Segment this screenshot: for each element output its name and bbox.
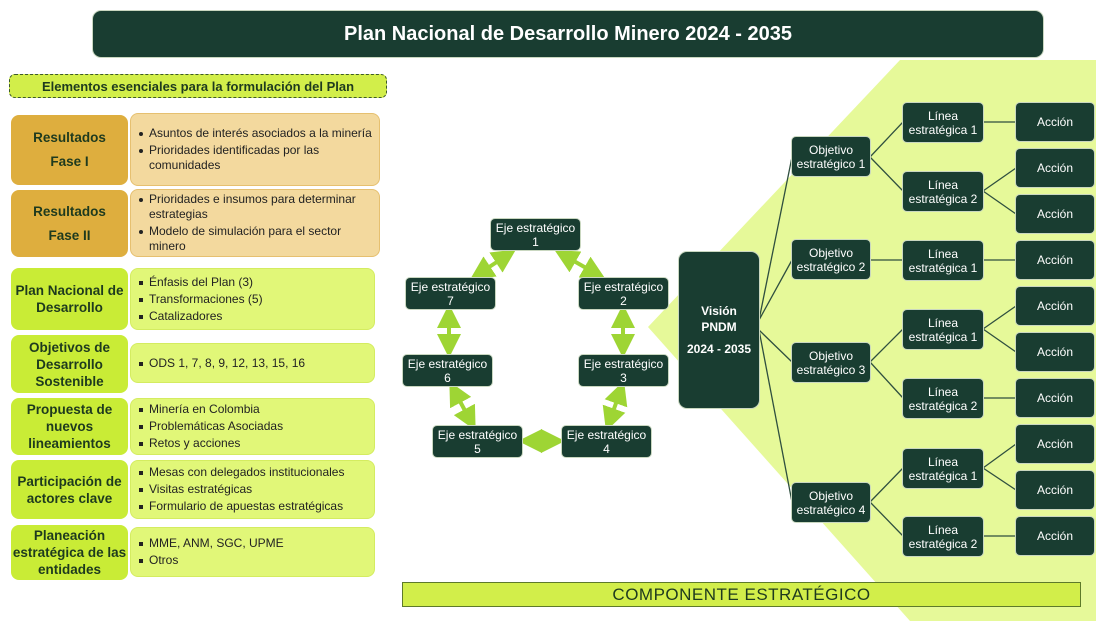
eje-3: Eje estratégico 3 xyxy=(579,355,668,386)
eje-5: Eje estratégico 5 xyxy=(433,426,522,457)
linea-estrategica: Línea estratégica 1 xyxy=(903,241,983,280)
vision-line2: PNDM xyxy=(701,320,737,334)
eje-1: Eje estratégico 1 xyxy=(491,219,580,250)
row-content: Prioridades e insumos para determinar es… xyxy=(130,189,380,257)
objetivo-4: Objetivo estratégico 4 xyxy=(792,483,870,522)
row-label: Propuesta de nuevos lineamientos xyxy=(11,398,128,455)
bullet-item: Catalizadores xyxy=(139,309,368,324)
bullet-item: Formulario de apuestas estratégicas xyxy=(139,499,368,514)
bullet-item: Otros xyxy=(139,553,368,568)
row-label: Participación de actores clave xyxy=(11,460,128,519)
bullet-item: Minería en Colombia xyxy=(139,402,368,417)
linea-estrategica: Línea estratégica 2 xyxy=(903,379,983,418)
objetivo-1: Objetivo estratégico 1 xyxy=(792,137,870,176)
bullet-item: MME, ANM, SGC, UPME xyxy=(139,536,368,551)
accion: Acción xyxy=(1016,287,1094,325)
vision-fan-shape xyxy=(648,60,1096,621)
row-content: Énfasis del Plan (3) Transformaciones (5)… xyxy=(130,268,375,330)
linea-estrategica: Línea estratégica 1 xyxy=(903,103,983,142)
objetivo-3: Objetivo estratégico 3 xyxy=(792,343,870,382)
accion: Acción xyxy=(1016,195,1094,233)
bullet-item: Asuntos de interés asociados a la minerí… xyxy=(139,126,373,141)
eje-4: Eje estratégico 4 xyxy=(562,426,651,457)
linea-estrategica: Línea estratégica 2 xyxy=(903,517,983,556)
page-title: Plan Nacional de Desarrollo Minero 2024 … xyxy=(93,11,1043,57)
bullet-item: Énfasis del Plan (3) xyxy=(139,275,368,290)
row-content: Asuntos de interés asociados a la minerí… xyxy=(130,113,380,186)
bullet-item: Prioridades e insumos para determinar es… xyxy=(139,192,373,222)
row-label: Objetivos de Desarrollo Sostenible xyxy=(11,335,128,393)
accion: Acción xyxy=(1016,333,1094,371)
eje-cycle-arrows xyxy=(437,249,635,453)
linea-estrategica: Línea estratégica 1 xyxy=(903,449,983,488)
accion: Acción xyxy=(1016,149,1094,187)
accion: Acción xyxy=(1016,379,1094,417)
bullet-item: Visitas estratégicas xyxy=(139,482,368,497)
linea-estrategica: Línea estratégica 2 xyxy=(903,172,983,211)
row-label: Planeación estratégica de las entidades xyxy=(11,525,128,580)
vision-years: 2024 - 2035 xyxy=(686,342,752,356)
vision-box: Visión PNDM 2024 - 2035 xyxy=(679,252,759,408)
vision-line1: Visión xyxy=(701,304,737,318)
tree-connectors xyxy=(758,121,1017,537)
accion: Acción xyxy=(1016,241,1094,279)
row-label: Resultados Fase I xyxy=(11,115,128,185)
bullet-item: Transformaciones (5) xyxy=(139,292,368,307)
bullet-item: Prioridades identificadas por las comuni… xyxy=(139,143,373,173)
row-content: MME, ANM, SGC, UPME Otros xyxy=(130,527,375,577)
linea-estrategica: Línea estratégica 1 xyxy=(903,310,983,349)
componente-estrategico-bar: COMPONENTE ESTRATÉGICO xyxy=(402,582,1081,607)
left-header: Elementos esenciales para la formulación… xyxy=(9,74,387,98)
bullet-item: Problemáticas Asociadas xyxy=(139,419,368,434)
accion: Acción xyxy=(1016,425,1094,463)
row-label: Plan Nacional de Desarrollo xyxy=(11,268,128,330)
accion: Acción xyxy=(1016,471,1094,509)
accion: Acción xyxy=(1016,517,1094,555)
bullet-item: ODS 1, 7, 8, 9, 12, 13, 15, 16 xyxy=(139,356,368,371)
row-label: Resultados Fase II xyxy=(11,190,128,257)
eje-7: Eje estratégico 7 xyxy=(406,278,495,309)
row-content: ODS 1, 7, 8, 9, 12, 13, 15, 16 xyxy=(130,343,375,383)
eje-2: Eje estratégico 2 xyxy=(579,278,668,309)
bullet-item: Modelo de simulación para el sector mine… xyxy=(139,224,373,254)
eje-6: Eje estratégico 6 xyxy=(403,355,492,386)
objetivo-2: Objetivo estratégico 2 xyxy=(792,240,870,279)
bullet-item: Mesas con delegados institucionales xyxy=(139,465,368,480)
bullet-item: Retos y acciones xyxy=(139,436,368,451)
accion: Acción xyxy=(1016,103,1094,141)
